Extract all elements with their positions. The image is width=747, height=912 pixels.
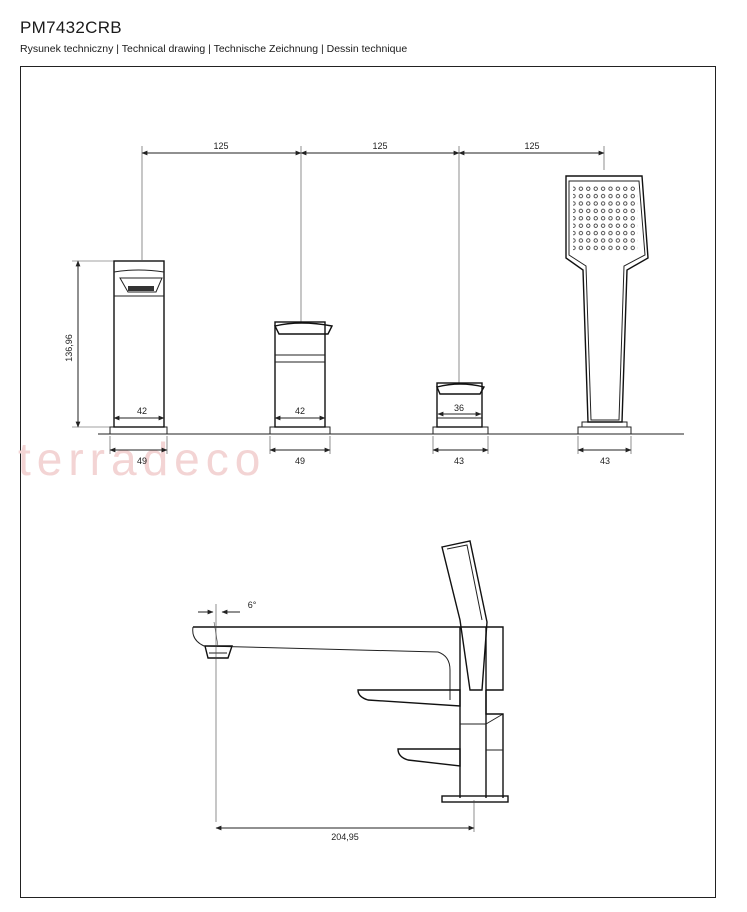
drawing-frame — [20, 66, 716, 898]
mixer-front-view — [269, 321, 334, 435]
mixer-base-width-label: 49 — [295, 456, 305, 466]
spacing-label-1: 125 — [213, 141, 228, 151]
page-subtitle: Rysunek techniczny | Technical drawing |… — [20, 43, 408, 55]
side-view — [192, 540, 509, 803]
diverter-body-width-label: 36 — [454, 403, 464, 413]
shower-spray-holes — [573, 186, 638, 252]
spout-body-width-label: 42 — [137, 406, 147, 416]
height-dimension: 136,96 — [64, 260, 114, 428]
shower-dimensions: 43 — [577, 436, 632, 466]
mixer-dimensions: 42 49 — [269, 406, 331, 466]
mixer-body-width-label: 42 — [295, 406, 305, 416]
reach-dimension: 204,95 — [215, 800, 475, 842]
reach-label: 204,95 — [331, 832, 359, 842]
shower-base-width-label: 43 — [600, 456, 610, 466]
angle-dimension: 6° — [198, 600, 257, 822]
height-label: 136,96 — [64, 334, 74, 362]
spout-front-view — [109, 260, 168, 435]
page-title: PM7432CRB — [20, 18, 122, 37]
hand-shower-front-view — [565, 175, 649, 435]
spout-dimensions: 42 49 — [109, 406, 168, 466]
diverter-base-width-label: 43 — [454, 456, 464, 466]
angle-label: 6° — [248, 600, 257, 610]
diverter-dimensions: 36 43 — [432, 403, 489, 466]
spacing-label-3: 125 — [524, 141, 539, 151]
spout-base-width-label: 49 — [137, 456, 147, 466]
watermark-text: terradeco — [18, 433, 266, 485]
spacing-dimensions: 125 125 125 — [141, 141, 605, 383]
spacing-label-2: 125 — [372, 141, 387, 151]
diverter-front-view — [432, 382, 489, 435]
